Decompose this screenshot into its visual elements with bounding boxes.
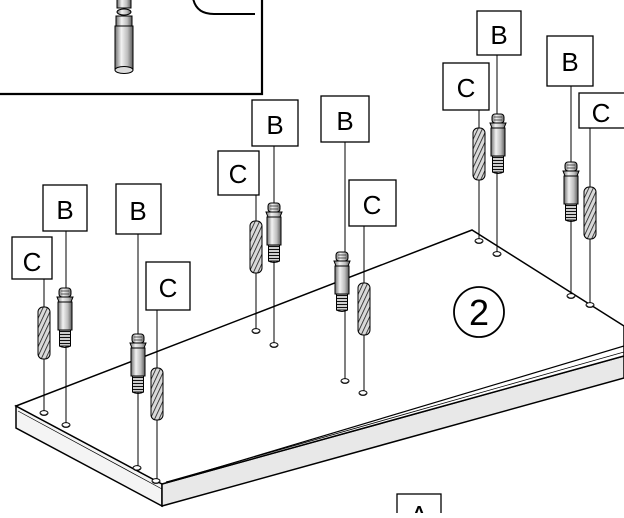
- wooden-dowel-icon: [583, 186, 597, 240]
- wooden-dowel-icon: [150, 367, 164, 421]
- callout-c5: C: [442, 62, 490, 111]
- callout-a1: A: [396, 493, 442, 518]
- callout-b2: B: [115, 183, 162, 235]
- cam-bolt-icon: [265, 202, 283, 263]
- hole: [585, 302, 595, 308]
- callout-label-b: B: [56, 195, 73, 225]
- hole: [61, 422, 71, 428]
- callout-b6: B: [546, 35, 594, 87]
- callout-c1: C: [11, 236, 53, 280]
- callout-label-c: C: [457, 73, 476, 103]
- cam-bolt-icon: [562, 161, 580, 222]
- wooden-dowel-icon: [357, 282, 371, 336]
- hole: [474, 238, 484, 244]
- callout-c3: C: [217, 150, 260, 196]
- callout-label-c: C: [159, 273, 178, 303]
- callout-b3: B: [251, 99, 299, 147]
- callout-c6: C: [578, 92, 624, 129]
- inset-bolt-icon: [114, 0, 134, 74]
- callout-label-b: B: [490, 20, 507, 50]
- hole: [269, 342, 279, 348]
- callout-c4: C: [348, 179, 397, 227]
- hole: [151, 478, 161, 484]
- hole: [39, 410, 49, 416]
- cam-bolt-icon: [129, 333, 147, 394]
- callout-label-c: C: [23, 247, 42, 277]
- callout-label-a: A: [410, 500, 428, 513]
- callout-b1: B: [42, 184, 88, 232]
- hole: [132, 465, 142, 471]
- wooden-dowel-icon: [249, 220, 263, 274]
- callout-label-b: B: [266, 110, 283, 140]
- cam-bolt-icon: [333, 251, 351, 312]
- callout-b5: B: [476, 10, 522, 56]
- callout-label-b: B: [336, 106, 353, 136]
- callout-label-b: B: [129, 196, 146, 226]
- hole: [340, 378, 350, 384]
- callout-b4: B: [320, 95, 370, 143]
- callout-label-c: C: [363, 190, 382, 220]
- wooden-dowel-icon: [37, 306, 51, 360]
- inset-detail-box: [0, 0, 264, 96]
- hole: [492, 251, 502, 257]
- callout-label-c: C: [592, 98, 611, 128]
- shelf-panel: [14, 229, 624, 508]
- callout-label-c: C: [229, 159, 248, 189]
- hole: [358, 390, 368, 396]
- hole: [251, 328, 261, 334]
- hole: [566, 293, 576, 299]
- inset-cam-edge: [192, 0, 255, 15]
- cam-bolt-icon: [489, 113, 507, 174]
- callout-label-b: B: [561, 47, 578, 77]
- wooden-dowel-icon: [472, 127, 486, 181]
- step-number-badge: 2: [453, 286, 505, 338]
- cam-bolt-icon: [56, 287, 74, 348]
- step-number: 2: [469, 292, 489, 333]
- callout-c2: C: [145, 261, 191, 311]
